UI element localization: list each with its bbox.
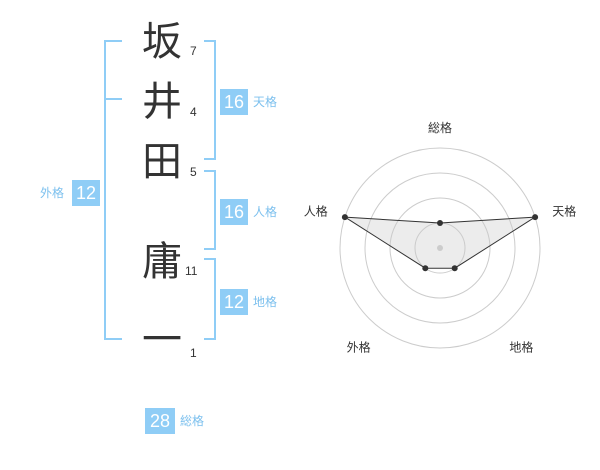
tenkaku-label: 天格 — [253, 95, 278, 109]
chikaku-bracket-top — [204, 258, 216, 260]
tenkaku-badge: 16 — [220, 89, 248, 115]
gaikaku-bracket — [104, 40, 106, 340]
chikaku-bracket-bottom — [204, 338, 216, 340]
gaikaku-label: 外格 — [40, 186, 65, 200]
jinkaku-bracket-bottom — [204, 248, 216, 250]
stroke-count-3: 5 — [190, 165, 197, 179]
stroke-count-4: 11 — [185, 264, 198, 278]
chikaku-label: 地格 — [253, 295, 278, 309]
tenkaku-bracket-top — [204, 40, 216, 42]
radar-axis-label: 外格 — [347, 339, 371, 354]
name-char-5: 一 — [142, 317, 182, 363]
radar-center-dot — [437, 245, 443, 251]
chikaku-badge: 12 — [220, 289, 248, 315]
chikaku-bracket — [214, 258, 216, 340]
radar-point — [451, 265, 458, 272]
gaikaku-bracket-top — [104, 40, 122, 42]
radar-point — [422, 265, 429, 272]
soukaku-label: 総格 — [180, 414, 205, 428]
name-char-3: 田 — [142, 139, 182, 185]
radar-axis-label: 人格 — [304, 204, 328, 219]
soukaku-badge: 28 — [145, 408, 175, 434]
gaikaku-bracket-bottom — [104, 338, 122, 340]
radar-series-area — [344, 216, 536, 269]
radar-point — [341, 214, 348, 221]
radar-point — [437, 220, 443, 226]
stroke-count-5: 1 — [190, 346, 197, 360]
radar-axis-label: 地格 — [509, 339, 533, 354]
gaikaku-badge: 12 — [72, 180, 100, 206]
jinkaku-bracket — [214, 170, 216, 250]
radar-axis-label: 天格 — [552, 204, 576, 219]
name-char-4: 庸 — [142, 239, 182, 285]
jinkaku-bracket-top — [204, 170, 216, 172]
jinkaku-badge: 16 — [220, 199, 248, 225]
stroke-count-2: 4 — [190, 105, 197, 119]
name-char-1: 坂 — [142, 19, 182, 65]
radar-axis-label: 総格 — [428, 120, 452, 135]
radar-grid-ring — [364, 172, 516, 324]
radar-point — [532, 214, 539, 221]
tenkaku-bracket-bottom — [204, 158, 216, 160]
stroke-count-1: 7 — [190, 44, 197, 58]
gaikaku-bracket-mid — [104, 98, 122, 100]
jinkaku-label: 人格 — [253, 205, 278, 219]
radar-grid-ring — [339, 147, 541, 349]
name-char-2: 井 — [142, 79, 182, 125]
radar-grid-ring — [389, 197, 491, 299]
tenkaku-bracket — [214, 40, 216, 160]
